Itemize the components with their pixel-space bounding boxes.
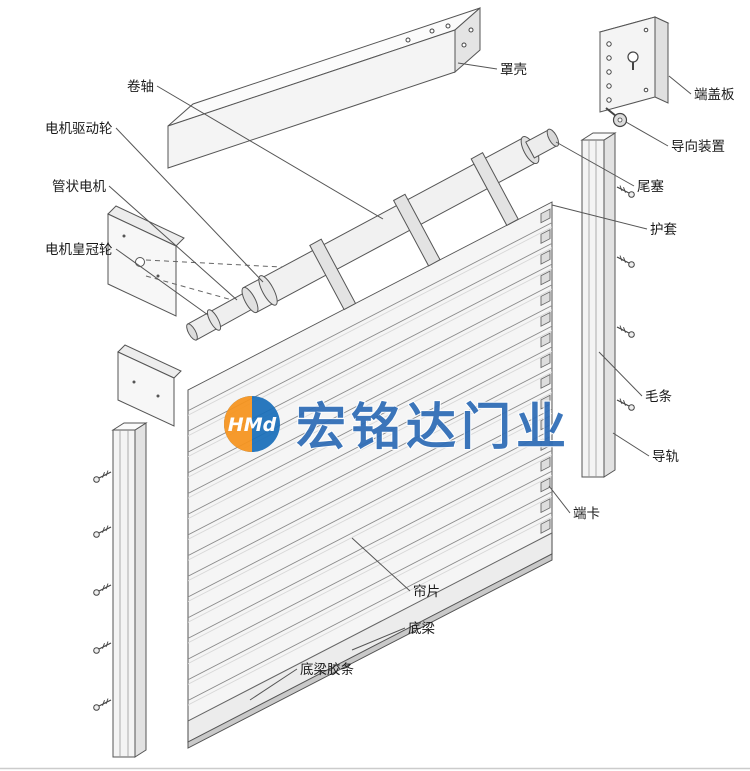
leader-bottom-beam-rubber xyxy=(249,668,298,701)
leader-brush-strip xyxy=(598,351,643,397)
label-bottom-beam-rubber: 底梁胶条 xyxy=(300,661,354,678)
cover-shell-part xyxy=(167,6,481,169)
left-guide-rail-part xyxy=(93,422,148,758)
leader-protective-sleeve xyxy=(551,204,648,230)
brand-logo: HMd xyxy=(224,396,280,452)
curtain-part xyxy=(187,201,553,749)
leader-tail-plug xyxy=(555,141,635,187)
leader-guide-device xyxy=(625,121,669,147)
rail-top-bracket-part xyxy=(117,344,182,427)
leader-bottom-beam xyxy=(351,627,406,651)
leader-guide-rail xyxy=(612,432,650,457)
label-bottom-beam: 底梁 xyxy=(408,621,435,637)
tail-plug-part xyxy=(520,128,560,165)
cover-screws xyxy=(405,23,474,48)
label-end-cover-plate: 端盖板 xyxy=(694,87,735,103)
assembly-dashed-lines xyxy=(145,259,301,304)
label-curtain-slat: 帘片 xyxy=(413,584,440,600)
leader-lines xyxy=(108,62,692,701)
leader-motor-crown-wheel xyxy=(115,248,209,316)
label-motor-crown-wheel: 电机皇冠轮 xyxy=(45,242,113,258)
brand-name-text: 宏铭达门业 xyxy=(296,398,571,456)
leader-curtain-slat xyxy=(351,537,411,592)
label-tail-plug: 尾塞 xyxy=(637,178,665,195)
leader-end-cover-plate xyxy=(668,75,692,95)
end-cover-plate-part xyxy=(598,16,670,128)
leader-cover-shell xyxy=(457,62,498,70)
motor-crown-wheel-part xyxy=(206,309,222,331)
label-roller-shaft: 卷轴 xyxy=(127,79,154,95)
label-cover-shell: 罩壳 xyxy=(500,62,527,78)
label-tubular-motor: 管状电机 xyxy=(52,179,106,195)
curtain-groove-lines xyxy=(188,226,552,706)
leader-roller-shaft xyxy=(156,85,384,220)
right-rail-screws xyxy=(616,184,635,411)
label-guide-rail: 导轨 xyxy=(652,449,680,465)
label-end-clip: 端卡 xyxy=(573,506,600,522)
roller-shaft-part xyxy=(186,128,560,341)
label-brush-strip: 毛条 xyxy=(645,388,673,405)
left-rail-screws xyxy=(93,469,112,711)
logo-swoosh xyxy=(224,396,252,452)
leader-motor-drive-wheel xyxy=(115,127,264,283)
motor-drive-wheel-part xyxy=(258,275,278,306)
part-labels: 卷轴 电机驱动轮 管状电机 电机皇冠轮 罩壳 端盖板 导向装置 尾塞 护套 毛条… xyxy=(45,62,735,678)
leader-tubular-motor xyxy=(108,185,238,301)
label-protective-sleeve: 护套 xyxy=(650,222,678,238)
leader-end-clip xyxy=(548,485,571,514)
end-clips-part xyxy=(540,208,551,534)
watermark: HMd 宏铭达门业 xyxy=(224,396,571,457)
logo-text: HMd xyxy=(228,414,277,436)
curtain-slat-lines xyxy=(188,222,552,701)
motor-bracket-part xyxy=(107,205,185,317)
end-plate-holes xyxy=(606,27,649,103)
guide-device-part xyxy=(605,107,628,128)
bottom-beam-rubber-part xyxy=(187,553,553,749)
label-motor-drive-wheel: 电机驱动轮 xyxy=(45,121,113,137)
right-guide-rail-part xyxy=(580,132,635,478)
curtain-straps-part xyxy=(309,152,519,311)
label-guide-device: 导向装置 xyxy=(671,139,725,155)
